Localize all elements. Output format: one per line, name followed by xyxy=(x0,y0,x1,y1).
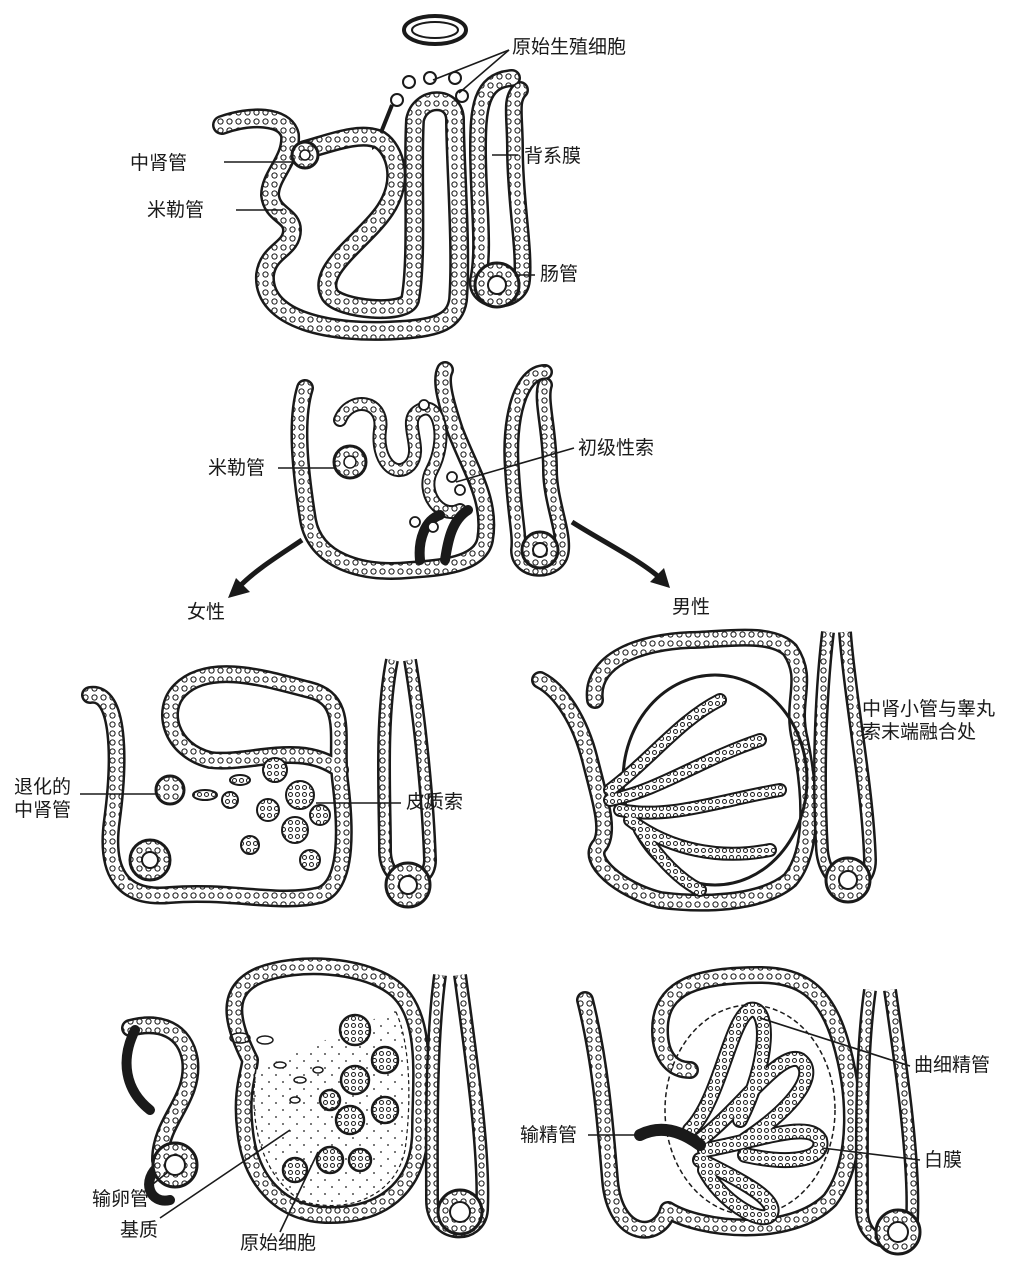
notochord xyxy=(404,16,466,44)
label-tunica-albuginea: 白膜 xyxy=(924,1149,962,1172)
degenerated-mesonephric-duct xyxy=(156,776,184,804)
label-primordial-cells: 原始细胞 xyxy=(240,1232,316,1255)
label-gut-tube: 肠管 xyxy=(540,263,578,286)
label-cortical-cords: 皮质索 xyxy=(406,791,463,814)
panel-testis xyxy=(585,975,920,1254)
label-primary-sex-cords: 初级性索 xyxy=(578,437,654,460)
label-mesonephric-duct-1: 中肾管 xyxy=(130,152,187,175)
label-mullerian-duct-2: 米勒管 xyxy=(208,457,265,480)
label-oviduct: 输卵管 xyxy=(92,1188,149,1211)
label-degenerated-mesonephric-duct: 退化的 中肾管 xyxy=(14,776,71,822)
label-primordial-germ-cells: 原始生殖细胞 xyxy=(512,36,626,59)
panel-ovary xyxy=(127,966,483,1234)
label-mullerian-duct-1: 米勒管 xyxy=(147,199,204,222)
panel-early-stage xyxy=(222,16,535,331)
label-vas-deferens: 输精管 xyxy=(520,1124,577,1147)
panel-indifferent-gonad xyxy=(228,370,670,598)
label-female: 女性 xyxy=(187,601,225,624)
panel-early-ovary xyxy=(80,660,430,907)
label-seminiferous-tubules: 曲细精管 xyxy=(914,1054,990,1077)
label-stroma: 基质 xyxy=(120,1219,158,1242)
cortical-cords xyxy=(193,758,330,870)
label-rete-junction: 中肾小管与睾丸 索末端融合处 xyxy=(862,698,995,744)
label-male: 男性 xyxy=(672,596,710,619)
label-mesentery: 背系膜 xyxy=(524,145,581,168)
panel-early-testis xyxy=(540,632,870,903)
